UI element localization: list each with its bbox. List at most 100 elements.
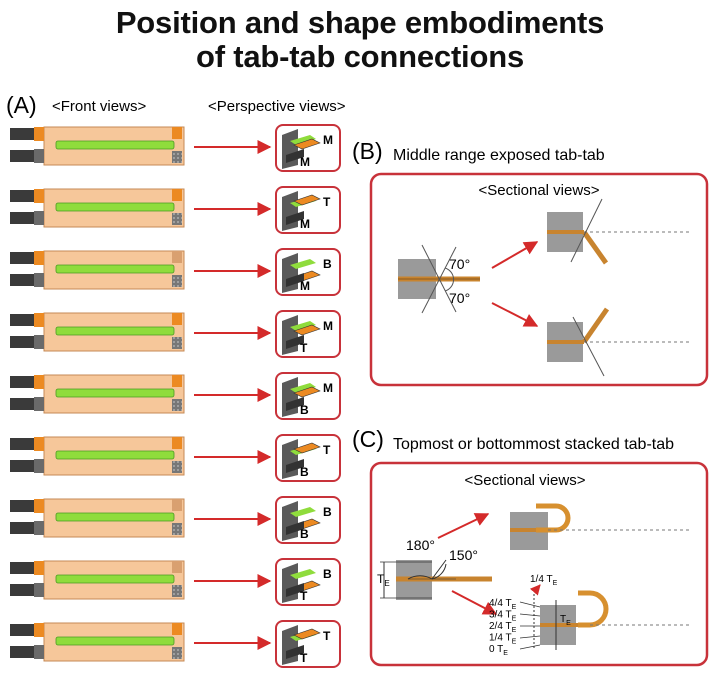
upper-position-letter: T [323, 443, 331, 457]
tab-upper-right [172, 127, 182, 139]
tab-upper-left [34, 499, 44, 513]
electrode-strip [55, 574, 175, 584]
perspective-block [282, 625, 298, 665]
panel-c-u-fold-section [510, 503, 690, 550]
tab-lower-right [172, 151, 182, 163]
angle-lower-label: 70° [449, 290, 470, 306]
front-views-label: <Front views> [52, 98, 146, 115]
tab-upper-right [172, 561, 182, 573]
tab-upper-right [172, 437, 182, 449]
figure-title: Position and shape embodiments of tab-ta… [0, 6, 720, 74]
perspective-block [282, 253, 298, 293]
figure-title-line-2: of tab-tab connections [196, 39, 524, 74]
height-label: 1/4 TE [489, 633, 517, 646]
height-labels: 4/4 TE3/4 TE2/4 TE1/4 TE0 TE [489, 598, 517, 657]
lower-position-letter: B [300, 527, 309, 541]
upper-position-letter: B [323, 257, 332, 271]
angle-180-label: 180° [406, 537, 435, 553]
tab-lower-left [34, 583, 44, 597]
tab-lower-left [34, 397, 44, 411]
perspective-tab [293, 324, 321, 336]
perspective-block [282, 191, 298, 231]
perspective-base [286, 149, 304, 163]
perspective-electrode [290, 135, 316, 145]
perspective-views-label: <Perspective views> [208, 98, 346, 115]
terminal-upper [10, 624, 34, 636]
tab-upper-right [172, 313, 182, 325]
panel-c-frame [369, 461, 709, 667]
upper-position-letter: B [323, 505, 332, 519]
perspective-base [286, 211, 304, 225]
electrode-strip [55, 388, 175, 398]
perspective-electrode [290, 321, 316, 331]
tab-lower-left [34, 149, 44, 163]
tab-upper-left [34, 251, 44, 265]
lower-position-letter: B [300, 403, 309, 417]
upper-position-letter: M [323, 319, 333, 333]
panel-b-title: Middle range exposed tab-tab [393, 147, 605, 164]
tab-upper-left [34, 561, 44, 575]
panel-b-sectional-label: <Sectional views> [479, 182, 600, 199]
panel-c-source-section [380, 559, 492, 600]
electrode-strip [55, 512, 175, 522]
angle-upper-label: 70° [449, 256, 470, 272]
panel-a-letter: (A) [6, 92, 37, 118]
panel-b-bent-up-section [547, 307, 690, 377]
te-label: TE [377, 572, 390, 588]
front-view-row: MT [10, 310, 341, 358]
height-label: 4/4 TE [489, 598, 517, 611]
perspective-base [286, 459, 304, 473]
panel-b-letter: (B) [352, 138, 383, 164]
te-inner-label: TE [560, 614, 571, 627]
tab-lower-left [34, 335, 44, 349]
perspective-block [282, 377, 298, 417]
tab-lower-left [34, 273, 44, 287]
tab-upper-right [172, 375, 182, 387]
panel-c-title: Topmost or bottommost stacked tab-tab [393, 436, 674, 453]
perspective-tab [293, 194, 321, 206]
upper-position-letter: M [323, 381, 333, 395]
lower-position-letter: M [300, 155, 310, 169]
tab-upper-left [34, 375, 44, 389]
terminal-lower [10, 460, 34, 472]
front-view-row: BM [10, 248, 341, 296]
tab-lower-left [34, 211, 44, 225]
perspective-block [282, 439, 298, 479]
tab-lower-right [172, 213, 182, 225]
terminal-lower [10, 212, 34, 224]
tab-upper-left [34, 623, 44, 637]
perspective-block [282, 501, 298, 541]
tab-upper-right [172, 251, 182, 263]
electrode-strip [55, 450, 175, 460]
height-label: 3/4 TE [489, 610, 517, 623]
tab-upper-right [172, 189, 182, 201]
terminal-upper [10, 376, 34, 388]
tab-lower-right [172, 337, 182, 349]
panel-c-stacked-section [519, 584, 690, 650]
upper-position-letter: M [323, 133, 333, 147]
terminal-upper [10, 128, 34, 140]
terminal-lower [10, 274, 34, 286]
perspective-electrode [290, 507, 316, 517]
terminal-lower [10, 646, 34, 658]
arrow-b-lower [491, 302, 539, 327]
perspective-base [286, 521, 304, 535]
quarter-te-label: 1/4 TE [530, 574, 558, 587]
electrode-strip [55, 140, 175, 150]
lower-position-letter: M [300, 279, 310, 293]
arrow-c-lower [451, 590, 498, 615]
panel-b-bent-down-section [547, 198, 690, 265]
tab-lower-left [34, 521, 44, 535]
electrode-strip [55, 264, 175, 274]
panel-b-source-section [398, 244, 480, 314]
perspective-base [286, 397, 304, 411]
electrode-strip [55, 202, 175, 212]
tab-lower-right [172, 275, 182, 287]
terminal-lower [10, 522, 34, 534]
height-label: 2/4 TE [489, 621, 517, 634]
panel-c-letter: (C) [352, 426, 384, 452]
tab-upper-left [34, 313, 44, 327]
terminal-lower [10, 336, 34, 348]
